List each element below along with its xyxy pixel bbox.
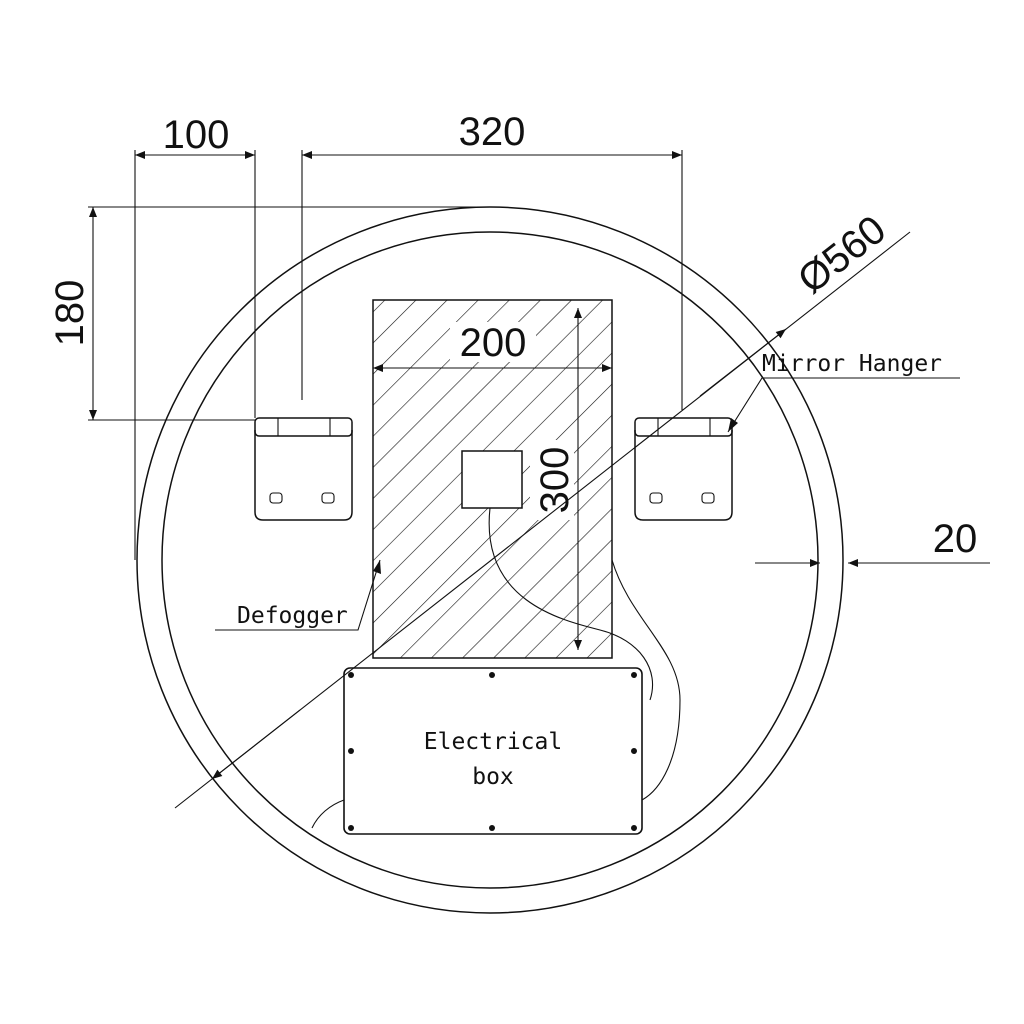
dimension-200: 200 [460,321,527,365]
mirror-hanger-label: Mirror Hanger [762,351,942,377]
right-mirror-hanger [634,417,733,521]
defogger-cable [488,507,654,701]
electrical-box: Electrical box [343,667,643,835]
electrical-box-label-2: box [472,764,514,790]
electrical-box-label-1: Electrical [424,729,562,755]
ground-cable [311,799,345,829]
power-cable [611,559,681,801]
left-mirror-hanger [254,417,353,521]
dimension-defogger-height: 300 [530,308,582,650]
defogger-connector [461,450,523,509]
dimension-defogger-width: 200 [373,321,612,372]
dimension-hanger-height: 180 [48,206,490,421]
dimension-20: 20 [933,517,978,561]
dimension-560: Ø560 [790,207,894,302]
dimension-hanger-offset: 100 [134,113,256,560]
defogger-callout: Defogger [215,559,381,631]
dimension-320: 320 [459,110,526,154]
dimension-border-width: 20 [755,517,990,567]
defogger-label: Defogger [237,603,348,629]
mirror-hanger-callout: Mirror Hanger [727,351,960,433]
dimension-100: 100 [163,113,230,157]
dimension-300: 300 [533,447,577,514]
dimension-hanger-spacing: 320 [301,110,683,410]
dimension-180: 180 [48,280,92,347]
